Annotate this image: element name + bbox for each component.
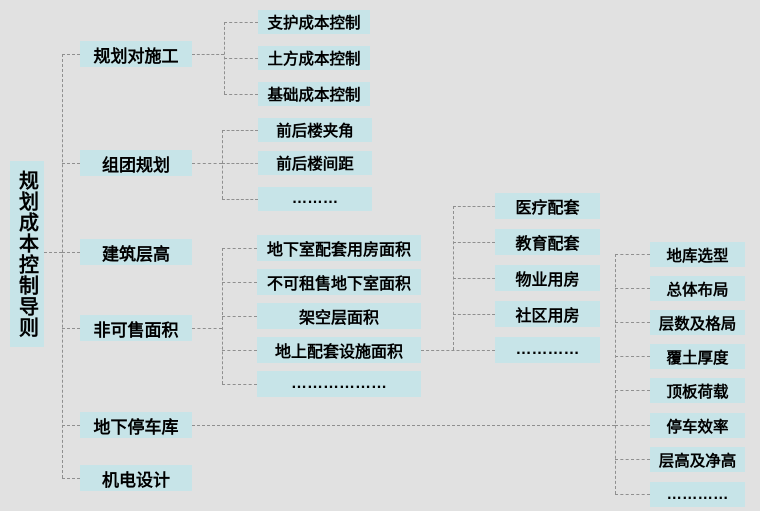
node-medical-facility: 医疗配套 xyxy=(495,193,600,219)
connector-line xyxy=(62,328,80,329)
node-mep-design: 机电设计 xyxy=(80,465,192,491)
connector-line xyxy=(44,252,62,253)
node-property-room: 物业用房 xyxy=(495,265,600,291)
connector-line xyxy=(222,163,258,164)
node-cluster-ellipsis: ……… xyxy=(258,187,372,211)
connector-line xyxy=(615,425,650,426)
node-cluster-planning: 组团规划 xyxy=(80,150,192,176)
node-planning-vs-construction: 规划对施工 xyxy=(80,41,192,67)
connector-line xyxy=(615,254,650,255)
node-parking-efficiency: 停车效率 xyxy=(650,413,745,438)
node-stilt-floor-area: 架空层面积 xyxy=(257,303,421,329)
connector-line xyxy=(615,390,650,391)
node-roof-slab-load: 顶板荷载 xyxy=(650,378,745,403)
connector-line xyxy=(192,163,222,164)
node-root: 规划成本控制导则 xyxy=(10,161,44,347)
connector-line xyxy=(615,459,650,460)
node-garage-ellipsis: ………… xyxy=(650,482,745,507)
node-above-ground-facility-area: 地上配套设施面积 xyxy=(257,337,421,363)
connector-line xyxy=(453,206,495,207)
node-overall-layout: 总体布局 xyxy=(650,276,745,301)
node-soil-cover-thickness: 覆土厚度 xyxy=(650,344,745,369)
connector-line xyxy=(224,22,258,23)
connector-line xyxy=(62,252,80,253)
node-building-storey-height: 建筑层高 xyxy=(80,239,192,265)
connector-line xyxy=(62,54,80,55)
connector-line xyxy=(222,282,257,283)
node-earthwork-cost-control: 土方成本控制 xyxy=(258,46,370,70)
connector-line xyxy=(192,425,615,426)
connector-line xyxy=(615,494,650,495)
connector-line xyxy=(222,199,258,200)
connector-line xyxy=(421,350,495,351)
connector-line xyxy=(62,425,80,426)
connector-line xyxy=(224,94,258,95)
connector-line xyxy=(615,288,650,289)
connector-line xyxy=(222,248,257,249)
node-foundation-cost-control: 基础成本控制 xyxy=(258,82,370,106)
connector-line xyxy=(62,478,80,479)
node-front-rear-angle: 前后楼夹角 xyxy=(258,118,372,142)
node-front-rear-spacing: 前后楼间距 xyxy=(258,151,372,175)
node-storeys-and-layout: 层数及格局 xyxy=(650,310,745,335)
connector-line xyxy=(62,54,63,478)
connector-line xyxy=(62,163,80,164)
connector-line xyxy=(615,254,616,494)
connector-line xyxy=(615,322,650,323)
connector-line xyxy=(453,242,495,243)
connector-line xyxy=(224,58,258,59)
connector-line xyxy=(192,54,224,55)
connector-line xyxy=(222,316,257,317)
node-education-facility: 教育配套 xyxy=(495,229,600,255)
connector-line xyxy=(192,328,222,329)
node-basement-ancillary-area: 地下室配套用房面积 xyxy=(257,235,421,261)
node-storey-and-clear-height: 层高及净高 xyxy=(650,447,745,472)
node-facility-ellipsis: ………… xyxy=(495,337,600,363)
node-garage-type: 地库选型 xyxy=(650,242,745,267)
node-non-saleable-area: 非可售面积 xyxy=(80,315,192,341)
connector-line xyxy=(453,278,495,279)
connector-line xyxy=(222,130,258,131)
connector-line xyxy=(615,356,650,357)
node-support-cost-control: 支护成本控制 xyxy=(258,10,370,34)
connector-line xyxy=(222,130,223,199)
node-underground-parking: 地下停车库 xyxy=(80,412,192,438)
connector-line xyxy=(222,384,257,385)
connector-line xyxy=(222,350,257,351)
node-non-rentable-basement-area: 不可租售地下室面积 xyxy=(257,269,421,295)
node-community-room: 社区用房 xyxy=(495,301,600,327)
connector-line xyxy=(453,314,495,315)
node-nonsaleable-ellipsis: ……………… xyxy=(257,371,421,397)
